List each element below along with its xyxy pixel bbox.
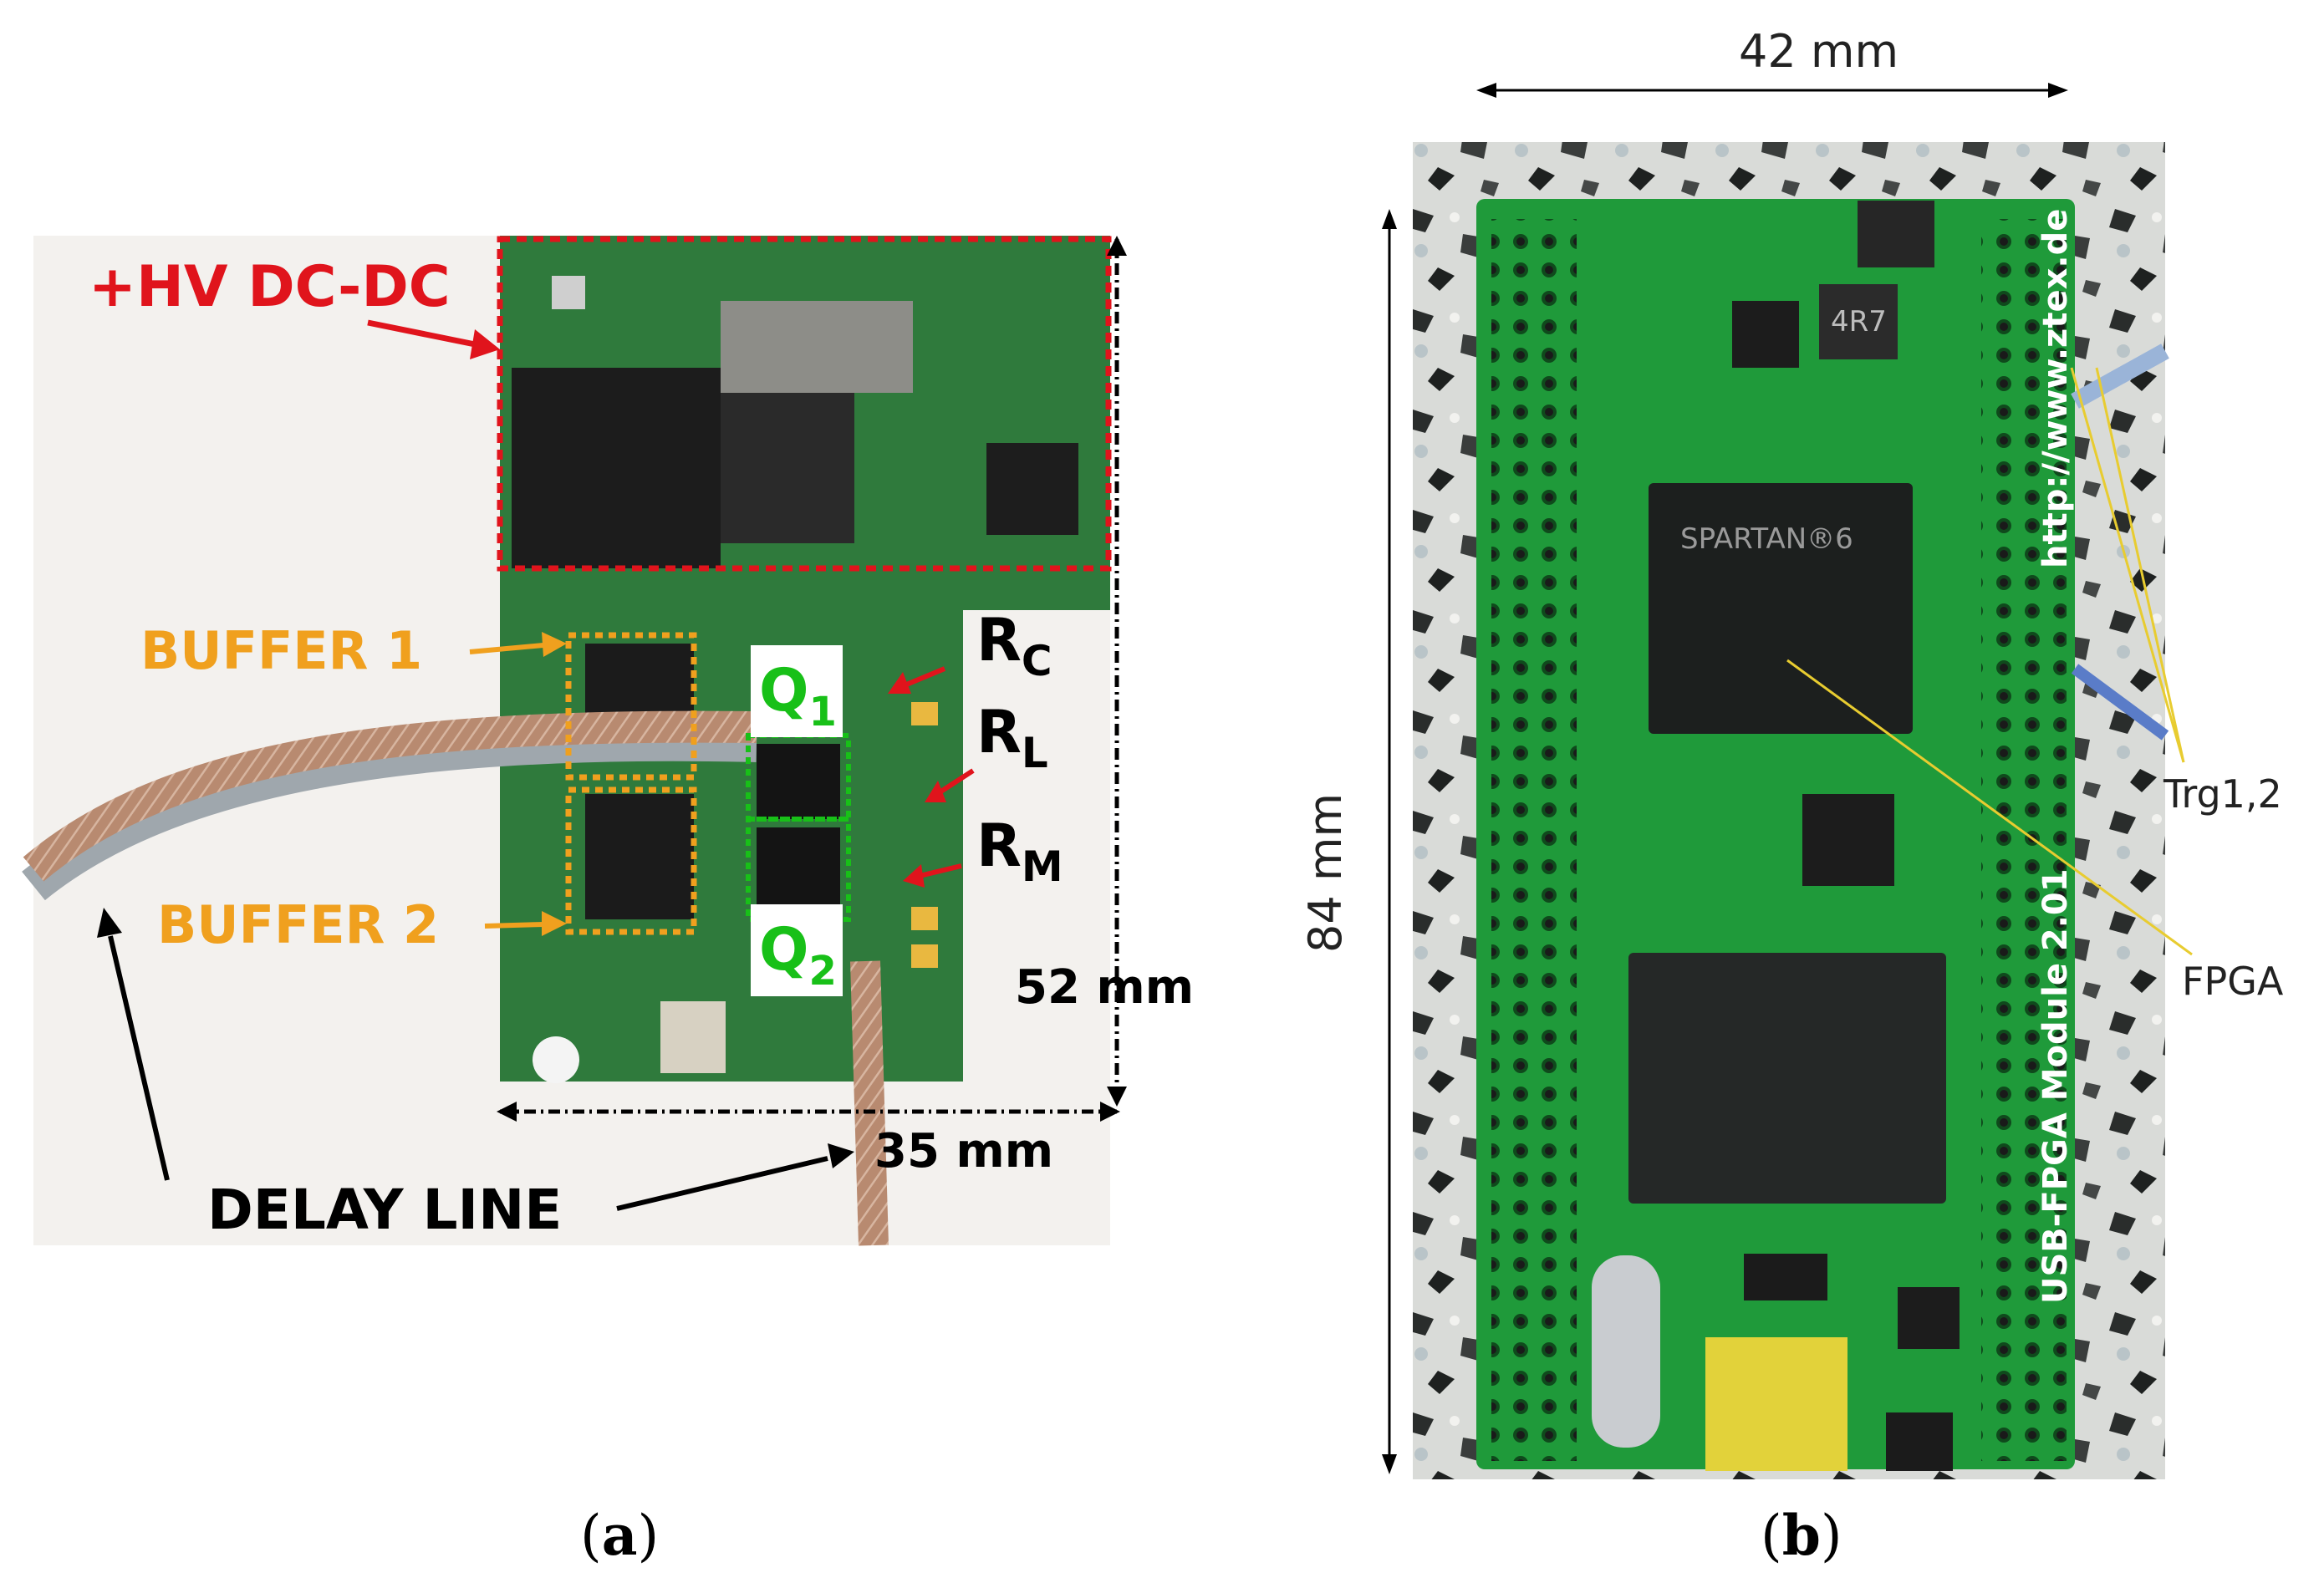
q1-label: Q1 [759, 656, 837, 735]
dim-a-vertical-arrow-top [1107, 236, 1127, 256]
hv-dcdc-box [497, 236, 1112, 572]
top-inductor [1858, 201, 1934, 267]
usb-connector [1705, 1337, 1847, 1471]
rm-label: RM [976, 812, 1063, 891]
trg-label: Trg1,2 [2163, 771, 2282, 817]
dim-a-horizontal-arrow-right [1100, 1102, 1120, 1122]
dim-a-horizontal-arrow-left [497, 1102, 517, 1122]
holes-right [1981, 219, 2067, 1461]
q2-transistor [757, 827, 840, 911]
dcdc-metal-block [721, 301, 913, 393]
caption-a-open: ( [580, 1504, 602, 1568]
rc-arrowhead [888, 672, 911, 694]
rl-arrow [938, 768, 975, 795]
crystal [1592, 1255, 1660, 1448]
dcdc-connector [721, 393, 854, 543]
dcdc-small-comp [552, 276, 585, 309]
coax-cable-vertical [850, 960, 889, 1246]
pad-3 [911, 944, 938, 968]
dcdc-black-block [512, 368, 721, 568]
dcdc-chip [986, 443, 1078, 535]
rl-arrowhead [925, 781, 946, 802]
jumper-top [1744, 1254, 1827, 1300]
rc-arrow [903, 666, 946, 688]
delay-arrow-right [616, 1156, 828, 1211]
buffer1-arrowhead [542, 632, 567, 657]
controller-chip [1628, 953, 1946, 1204]
q2-label: Q2 [759, 915, 837, 995]
caption-a-close: ) [637, 1504, 660, 1568]
small-chip-bottom [1898, 1287, 1960, 1349]
hv-dcdc-arrowhead [470, 329, 500, 359]
module-name: USB-FPGA Module 2.01 [2036, 868, 2075, 1304]
trigger-cable-upper [2071, 344, 2169, 409]
hv-dcdc-label: +HV DC-DC [89, 254, 451, 320]
q1-transistor [757, 744, 840, 819]
buffer1-arrow [469, 643, 544, 654]
caption-b-open: ( [1761, 1504, 1782, 1568]
small-chip-top [1732, 301, 1799, 368]
dim-b-arrow-bottom [1382, 1454, 1397, 1474]
buffer2-arrow [484, 922, 544, 929]
dim-b-arrow-right [2048, 83, 2068, 98]
caption-a-letter: a [601, 1503, 638, 1568]
caption-b: (b) [1761, 1503, 1842, 1568]
fpga-label: FPGA [2182, 959, 2284, 1004]
buffer2-arrowhead [542, 911, 567, 936]
rm-arrow [919, 863, 962, 878]
delay-arrowhead-left [97, 908, 122, 938]
rc-label: RC [976, 606, 1052, 685]
q2-label-bg [751, 904, 843, 996]
caption-a: (a) [580, 1503, 659, 1568]
trimmer [660, 1001, 726, 1073]
inductor-4r7 [1819, 284, 1898, 359]
holes-left [1491, 219, 1577, 1461]
q1-label-bg [751, 645, 843, 737]
caption-b-letter: b [1781, 1503, 1821, 1568]
fpga-chip [1649, 483, 1913, 734]
pad-2 [911, 907, 938, 930]
dim-b-width-label: 42 mm [1739, 25, 1898, 78]
buffer2-label: BUFFER 2 [157, 894, 439, 955]
dim-b-arrow-left [1476, 83, 1496, 98]
dim-a-height-label: 52 mm [1015, 960, 1194, 1015]
rl-label: RL [976, 698, 1048, 777]
panel-b: 42 mm 84 mm SPARTAN®6 4R7 http://www.zte… [1299, 25, 2284, 1479]
rm-arrowhead [903, 864, 925, 888]
jumper-block [1886, 1412, 1953, 1471]
dim-a-width-label: 35 mm [874, 1124, 1053, 1178]
pad-1 [911, 702, 938, 725]
trg-pointer-2 [2095, 367, 2185, 763]
delay-arrowhead-right [828, 1143, 854, 1168]
dim-b-arrow-top [1382, 209, 1397, 229]
buffer2-chip [585, 794, 694, 919]
panel-a: +HV DC-DC BUFFER 1 BUFFER 2 Q1 Q2 RC RL … [22, 236, 1194, 1246]
fpga-pointer [1786, 659, 2193, 956]
caption-b-close: ) [1820, 1504, 1842, 1568]
mounting-hole [533, 1036, 579, 1083]
dim-a-vertical-arrow-bottom [1107, 1087, 1127, 1107]
dim-b-height-label: 84 mm [1299, 793, 1352, 953]
trg-pointer-1 [2070, 367, 2185, 763]
hv-dcdc-arrow [367, 319, 484, 349]
buffer1-label: BUFFER 1 [140, 620, 422, 681]
coax-cable-braid [23, 710, 757, 882]
ztex-url: http://www.ztex.de [2036, 209, 2075, 568]
small-chip-center [1802, 794, 1894, 886]
delay-arrow-left [108, 935, 170, 1181]
fpga-brand: SPARTAN®6 [1680, 522, 1853, 556]
delay-line-label: DELAY LINE [207, 1178, 562, 1242]
trigger-cable-lower [2071, 664, 2169, 741]
inductor-label: 4R7 [1831, 305, 1887, 338]
